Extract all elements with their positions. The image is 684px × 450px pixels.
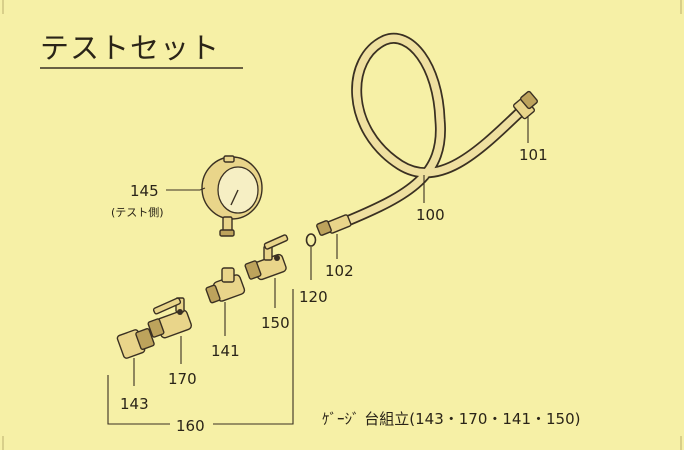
o-ring-120 (305, 233, 317, 247)
label-150: 150 (261, 314, 290, 332)
assembly-caption: ｹﾞｰｼﾞ 台組立(143・170・141・150) (322, 410, 581, 428)
label-101: 101 (519, 146, 548, 164)
page-title: テストセット (40, 31, 220, 65)
tee-fitting-141 (205, 267, 246, 304)
label-160: 160 (176, 417, 205, 435)
valve-150 (244, 234, 289, 281)
label-141: 141 (211, 342, 240, 360)
adapter-143 (116, 328, 155, 359)
fitting-101 (512, 90, 538, 120)
label-143: 143 (120, 395, 149, 413)
label-120: 120 (299, 288, 328, 306)
fitting-102 (316, 214, 352, 236)
label-170: 170 (168, 370, 197, 388)
label-145-note: (テスト側) (111, 206, 164, 219)
label-145: 145 (130, 182, 159, 200)
leader-lines (107, 117, 529, 425)
label-100: 100 (416, 206, 445, 224)
valve-170 (147, 297, 193, 339)
hose-100 (339, 32, 526, 228)
pressure-gauge-145 (201, 155, 263, 237)
label-102: 102 (325, 262, 354, 280)
